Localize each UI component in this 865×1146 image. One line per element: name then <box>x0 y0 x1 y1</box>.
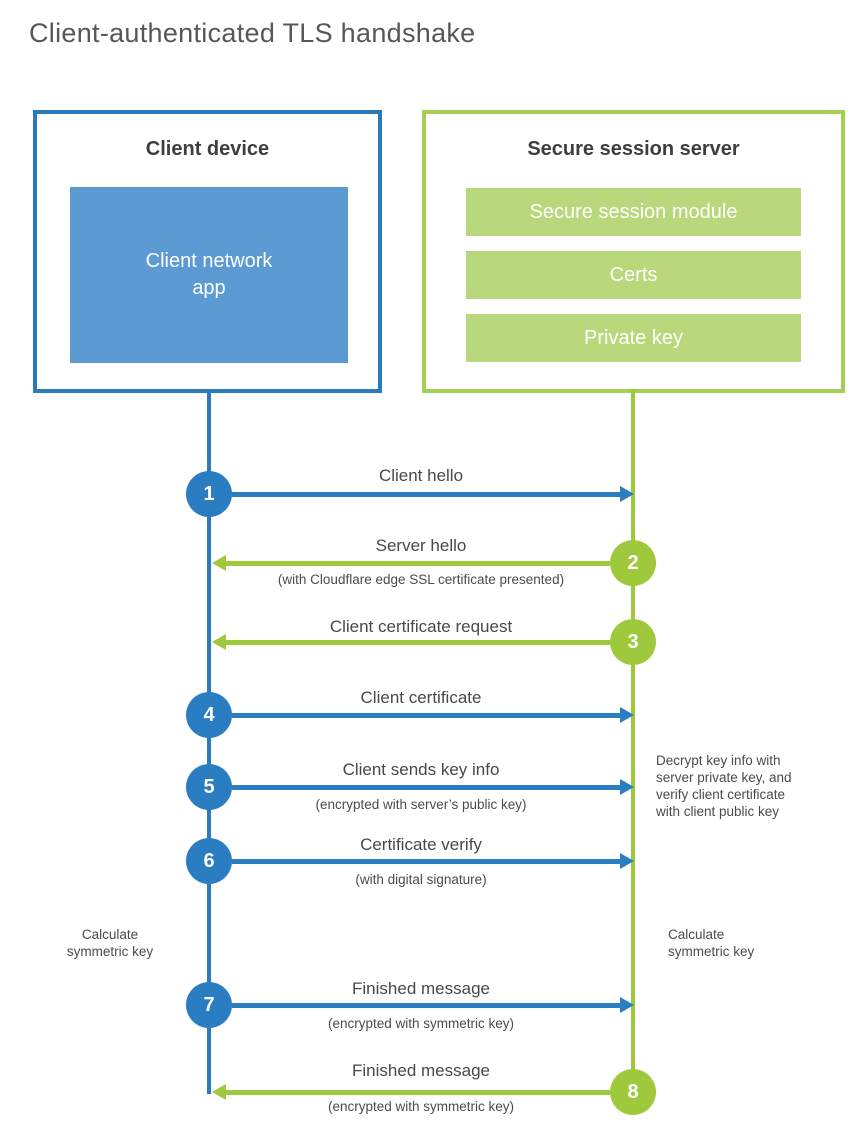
step-4-number: 4 <box>203 703 215 726</box>
step-4-arrow <box>232 707 634 723</box>
step-8-circle: 8 <box>610 1069 656 1115</box>
step-7-number: 7 <box>203 993 215 1016</box>
client-network-app-label: Client network app <box>145 250 273 299</box>
step-1-label: Client hello <box>378 466 464 485</box>
arrowhead-right-icon <box>620 853 634 869</box>
step-6-circle: 6 <box>186 838 232 884</box>
step-8-number: 8 <box>627 1080 639 1103</box>
certs-bar: Certs <box>466 251 801 299</box>
private-key-label: Private key <box>584 326 683 349</box>
step-8-sublabel: (encrypted with symmetric key) <box>327 1099 515 1114</box>
step-7-circle: 7 <box>186 982 232 1028</box>
step-5-label: Client sends key info <box>342 760 500 779</box>
page-title: Client-authenticated TLS handshake <box>29 18 476 48</box>
step-5-arrow <box>232 779 634 795</box>
certs-label: Certs <box>609 263 658 286</box>
step-6-arrow <box>232 853 634 869</box>
server-lifeline <box>631 389 635 1092</box>
step-3-label: Client certificate request <box>329 617 513 636</box>
server-title: Secure session server <box>527 138 740 160</box>
step-4-circle: 4 <box>186 692 232 738</box>
arrowhead-right-icon <box>620 486 634 502</box>
step-5-circle: 5 <box>186 764 232 810</box>
step-2-arrow <box>212 555 610 571</box>
server-box: Secure session server Secure session mod… <box>422 110 845 393</box>
step-5-sublabel: (encrypted with server’s public key) <box>315 797 527 812</box>
step-6-label: Certificate verify <box>360 835 482 854</box>
arrowhead-left-icon <box>212 555 226 571</box>
arrowhead-right-icon <box>620 997 634 1013</box>
step-2-label: Server hello <box>375 536 467 555</box>
step-7-sublabel: (encrypted with symmetric key) <box>327 1016 515 1031</box>
step-1-arrow <box>232 486 634 502</box>
step-2-number: 2 <box>627 551 639 574</box>
private-key-bar: Private key <box>466 314 801 362</box>
secure-session-module-label: Secure session module <box>529 200 738 223</box>
step-7-arrow <box>232 997 634 1013</box>
step-1-circle: 1 <box>186 471 232 517</box>
arrowhead-right-icon <box>620 779 634 795</box>
step-6-number: 6 <box>203 849 215 872</box>
step-3-arrow <box>212 634 610 650</box>
step-2-sublabel: (with Cloudflare edge SSL certificate pr… <box>277 572 565 587</box>
step-8-label: Finished message <box>352 1061 490 1080</box>
step-1-number: 1 <box>203 482 215 505</box>
step-7-label: Finished message <box>352 979 490 998</box>
client-lifeline <box>207 389 211 1094</box>
step-8-arrow <box>212 1084 610 1100</box>
annotation-decrypt-key-info: Decrypt key info with server private key… <box>656 753 792 819</box>
client-network-app-box: Client network app <box>70 187 348 363</box>
step-5-number: 5 <box>203 775 215 798</box>
arrowhead-right-icon <box>620 707 634 723</box>
step-6-sublabel: (with digital signature) <box>355 872 487 887</box>
arrowhead-left-icon <box>212 634 226 650</box>
step-4-label: Client certificate <box>360 688 482 707</box>
step-3-circle: 3 <box>610 619 656 665</box>
step-2-circle: 2 <box>610 540 656 586</box>
arrowhead-left-icon <box>212 1084 226 1100</box>
client-device-title: Client device <box>145 138 270 160</box>
annotation-calculate-symmetric-key-left: Calculate symmetric key <box>66 927 154 959</box>
step-3-number: 3 <box>627 630 639 653</box>
client-device-box: Client device Client network app <box>33 110 382 393</box>
annotation-calculate-symmetric-key-right: Calculate symmetric key <box>668 927 755 959</box>
secure-session-module-bar: Secure session module <box>466 188 801 236</box>
